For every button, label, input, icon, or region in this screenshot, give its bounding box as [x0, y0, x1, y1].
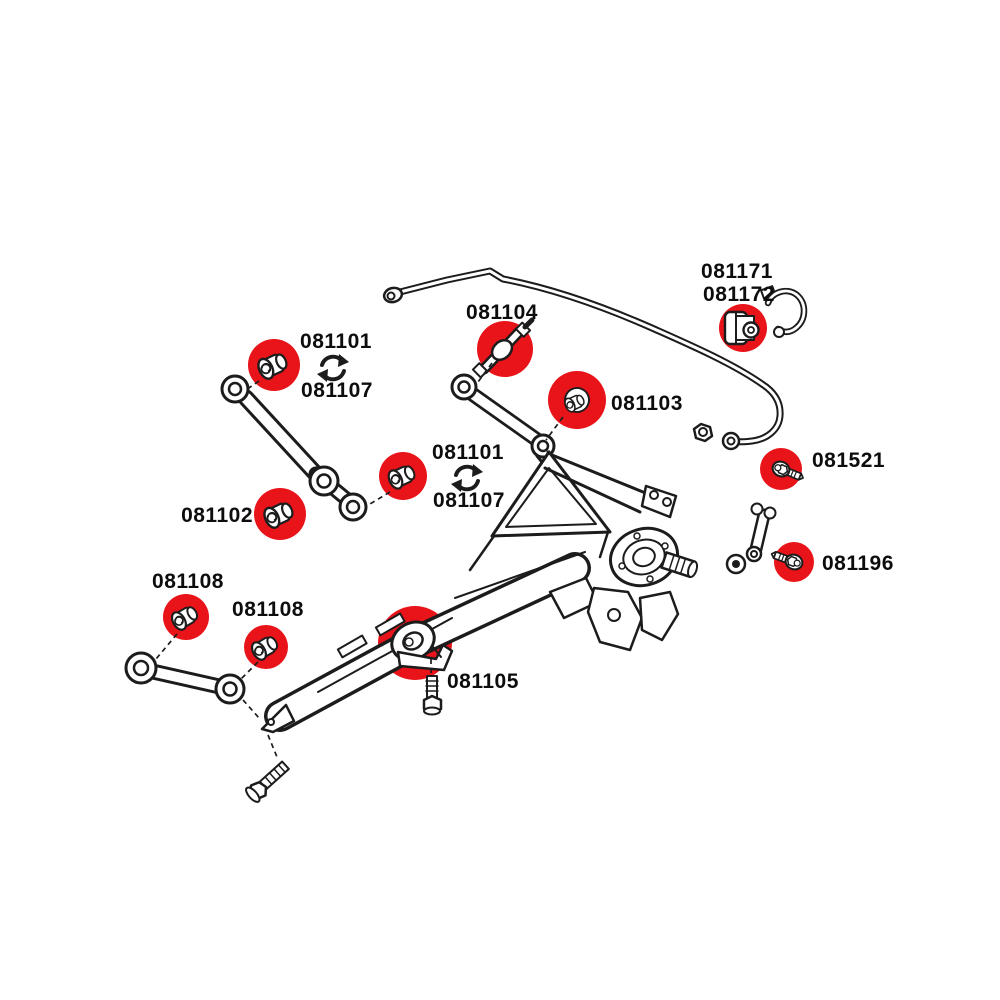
part-number-label: 081521	[812, 449, 885, 472]
interchange-icon	[451, 464, 483, 492]
stabilizer-bracket	[759, 285, 808, 338]
part-number-label: 081108	[232, 598, 304, 621]
part-glyph-clamp	[723, 310, 760, 346]
interchange-icon	[317, 354, 349, 382]
part-glyph-bushing	[387, 465, 416, 490]
interchange-icons	[317, 354, 483, 492]
trailing-arm-bushing	[390, 620, 454, 672]
part-glyph-bushing	[250, 636, 279, 661]
upper-control-arm	[220, 374, 368, 522]
part-number-label: 081171	[701, 260, 773, 283]
part-number-label: 081107	[301, 379, 373, 402]
part-glyph-boltbush	[771, 460, 804, 481]
leader-lines	[155, 362, 564, 758]
part-glyph-bushing	[263, 502, 294, 529]
knuckle-hub	[543, 453, 699, 652]
lower-control-arm	[124, 651, 246, 705]
stabilizer-end-hardware	[692, 422, 777, 575]
part-number-label: 081102	[181, 504, 253, 527]
part-number-label: 081105	[447, 670, 519, 693]
mount-bolt	[422, 675, 443, 716]
part-number-label: 081172	[703, 283, 775, 306]
pivot-bolt	[245, 760, 290, 803]
part-number-label: 081101	[432, 441, 504, 464]
part-number-label: 081104	[466, 301, 538, 324]
stabilizer-link-bushing	[471, 317, 535, 379]
part-glyph-boltbush	[770, 550, 804, 571]
part-number-label: 081103	[611, 392, 683, 415]
part-number-label: 081108	[152, 570, 224, 593]
stabilizer-bar	[382, 267, 784, 451]
part-glyph-bushing	[170, 606, 199, 631]
part-number-label: 081101	[300, 330, 372, 353]
line-art-layer	[124, 267, 808, 803]
part-number-label: 081196	[822, 552, 894, 575]
part-glyph-bushing	[257, 353, 288, 380]
part-glyph-ringbush	[564, 387, 590, 413]
part-glyph-layer	[170, 310, 804, 661]
part-number-label: 081107	[433, 489, 505, 512]
